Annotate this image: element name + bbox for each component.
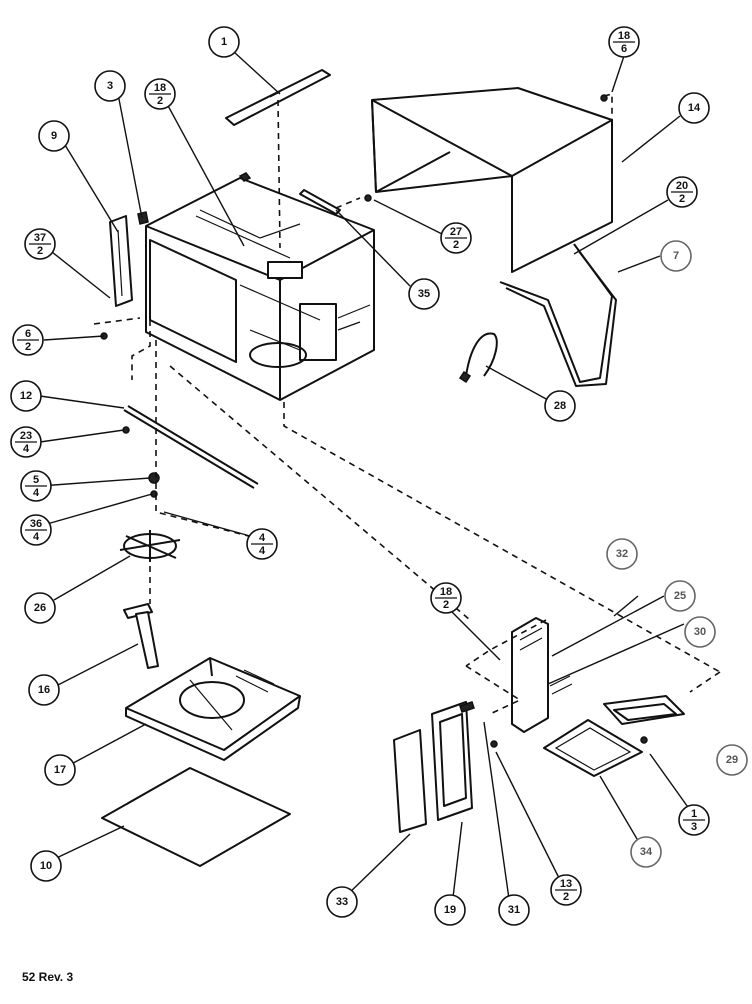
svg-text:18: 18 <box>440 586 452 598</box>
callout-36-4: 364 <box>20 514 52 546</box>
callout-27-2: 272 <box>440 222 472 254</box>
long-rod <box>123 405 259 489</box>
svg-text:4: 4 <box>259 545 266 557</box>
callout-3: 3 <box>94 70 126 102</box>
assembly-guide-lines <box>93 92 721 715</box>
svg-text:20: 20 <box>676 180 688 192</box>
svg-text:6: 6 <box>25 328 31 340</box>
callout-17: 17 <box>44 754 76 786</box>
svg-text:2: 2 <box>453 239 459 251</box>
svg-text:3: 3 <box>691 821 697 833</box>
door-gasket <box>499 243 617 387</box>
svg-text:31: 31 <box>508 904 520 916</box>
callout-10: 10 <box>30 850 62 882</box>
svg-text:1: 1 <box>691 808 697 820</box>
control-panel-frame <box>511 617 573 733</box>
callout-37-2: 372 <box>24 228 56 260</box>
svg-text:35: 35 <box>418 288 430 300</box>
stirrer-fan <box>119 530 181 562</box>
svg-text:13: 13 <box>560 878 572 890</box>
svg-text:2: 2 <box>443 599 449 611</box>
callout-33: 33 <box>326 886 358 918</box>
svg-text:19: 19 <box>444 904 456 916</box>
svg-text:34: 34 <box>640 846 653 858</box>
svg-text:29: 29 <box>726 754 738 766</box>
svg-text:2: 2 <box>563 891 569 903</box>
svg-text:18: 18 <box>618 30 630 42</box>
cabinet-bracket <box>299 189 341 215</box>
svg-text:4: 4 <box>33 531 40 543</box>
callout-6-2: 62 <box>12 324 44 356</box>
callout-26: 26 <box>24 592 56 624</box>
switch-plate <box>603 695 685 725</box>
svg-text:14: 14 <box>688 102 701 114</box>
svg-text:36: 36 <box>30 518 42 530</box>
callout-34: 34 <box>630 836 662 868</box>
svg-text:12: 12 <box>20 390 32 402</box>
callout-1: 1 <box>208 26 240 58</box>
outer-cabinet-wrapper <box>371 87 613 273</box>
callout-18-2-bottom: 182 <box>430 582 462 614</box>
side-trim-strip <box>109 215 133 307</box>
revision-label: 52 Rev. 3 <box>22 970 74 984</box>
svg-text:16: 16 <box>38 684 50 696</box>
callout-35: 35 <box>408 278 440 310</box>
door-panel <box>393 729 427 833</box>
callout-5-4: 54 <box>20 470 52 502</box>
callout-32: 32 <box>606 538 638 570</box>
svg-text:7: 7 <box>673 250 679 262</box>
svg-text:2: 2 <box>25 341 31 353</box>
callout-18-6: 186 <box>608 26 640 58</box>
svg-text:9: 9 <box>51 130 57 142</box>
svg-text:6: 6 <box>621 43 627 55</box>
callout-16: 16 <box>28 674 60 706</box>
callout-14: 14 <box>678 92 710 124</box>
svg-text:28: 28 <box>554 400 566 412</box>
callout-30: 30 <box>684 616 716 648</box>
callout-13-2: 132 <box>550 874 582 906</box>
svg-text:2: 2 <box>157 95 163 107</box>
callout-12: 12 <box>10 380 42 412</box>
svg-text:23: 23 <box>20 430 32 442</box>
callout-29: 29 <box>716 744 748 776</box>
base-plate <box>125 657 301 761</box>
callout-18-2-top: 182 <box>144 78 176 110</box>
svg-text:5: 5 <box>33 474 39 486</box>
callout-4-4: 44 <box>246 528 278 560</box>
svg-text:2: 2 <box>37 245 43 257</box>
svg-text:18: 18 <box>154 82 166 94</box>
callout-23-4: 234 <box>10 426 42 458</box>
svg-text:2: 2 <box>679 193 685 205</box>
svg-text:37: 37 <box>34 232 46 244</box>
callout-31: 31 <box>498 894 530 926</box>
svg-text:27: 27 <box>450 226 462 238</box>
callout-9: 9 <box>38 120 70 152</box>
leader-lines <box>39 51 691 907</box>
svg-text:33: 33 <box>336 896 348 908</box>
svg-text:25: 25 <box>674 590 686 602</box>
oven-chassis <box>137 172 375 401</box>
callout-19: 19 <box>434 894 466 926</box>
svg-text:4: 4 <box>259 532 266 544</box>
callout-28: 28 <box>544 390 576 422</box>
svg-text:30: 30 <box>694 626 706 638</box>
svg-text:17: 17 <box>54 764 66 776</box>
wire-harness <box>458 332 498 384</box>
callout-1-3: 13 <box>678 804 710 836</box>
svg-text:3: 3 <box>107 80 113 92</box>
svg-text:26: 26 <box>34 602 46 614</box>
svg-text:10: 10 <box>40 860 52 872</box>
bottom-cover <box>101 767 291 867</box>
callout-25: 25 <box>664 580 696 612</box>
svg-text:4: 4 <box>23 443 30 455</box>
door-frame <box>431 701 475 821</box>
callout-20-2: 202 <box>666 176 698 208</box>
svg-text:4: 4 <box>33 487 40 499</box>
membrane-pad <box>543 719 643 777</box>
svg-text:32: 32 <box>616 548 628 560</box>
svg-text:1: 1 <box>221 36 227 48</box>
stirrer-motor <box>123 603 159 669</box>
callout-7: 7 <box>660 240 692 272</box>
